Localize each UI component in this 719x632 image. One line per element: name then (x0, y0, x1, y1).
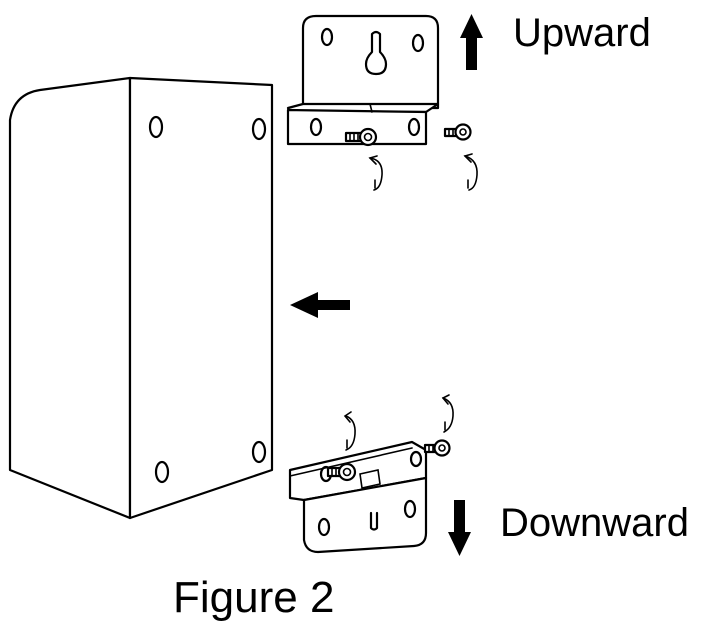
keyhole-slot (364, 30, 388, 76)
enclosure (8, 76, 274, 520)
screw-icon (326, 462, 357, 482)
screw-icon (344, 127, 378, 147)
upward-label: Upward (513, 11, 651, 55)
bracket-hole (309, 117, 323, 137)
bracket-hole (409, 450, 423, 468)
rotate-screw-icon (441, 394, 454, 433)
downward-label: Downward (500, 501, 689, 545)
left-arrow-icon (290, 292, 350, 318)
rotate-screw-icon (343, 411, 356, 451)
bracket-hole (317, 517, 331, 537)
rotate-screw-icon (463, 153, 478, 191)
screw-icon (423, 439, 451, 457)
bracket-hole (407, 117, 421, 137)
screw-icon (443, 123, 472, 141)
rotate-screw-icon (368, 155, 383, 191)
bracket-hole (403, 499, 417, 519)
bracket-hole (411, 33, 425, 53)
up-arrow-icon (460, 14, 483, 70)
figure-caption: Figure 2 (173, 573, 334, 622)
down-arrow-icon (448, 500, 471, 556)
enclosure-hole (148, 115, 164, 139)
bracket-hole (320, 27, 334, 47)
bottom-bracket (288, 440, 428, 554)
enclosure-hole (154, 460, 170, 484)
enclosure-hole (251, 440, 267, 464)
enclosure-hole (251, 117, 267, 141)
top-bracket (286, 14, 440, 146)
